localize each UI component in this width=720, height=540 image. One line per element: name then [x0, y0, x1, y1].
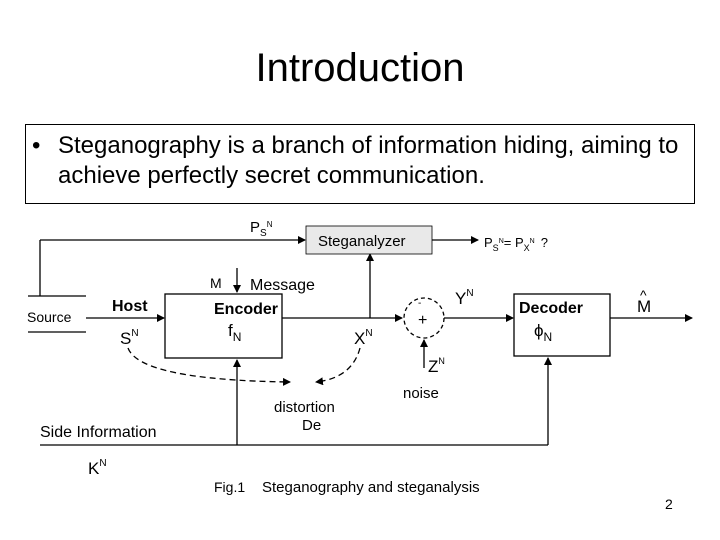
ps-label: PSN [250, 219, 273, 239]
decoder-label: Decoder [519, 300, 583, 317]
m-hat-label: M [637, 297, 651, 316]
m-label: M [210, 275, 222, 291]
steganalyzer-box [305, 225, 433, 255]
figure-caption: Steganography and steganalysis [262, 479, 480, 496]
host-label: Host [112, 298, 148, 315]
slide-title: Introduction [255, 46, 465, 90]
de-label: De [302, 417, 321, 434]
bullet-symbol: • [32, 132, 41, 159]
source-label: Source [27, 309, 72, 325]
adder-plus: + [418, 312, 427, 329]
test-label: PSN= PXN? [484, 235, 548, 253]
page-number: 2 [665, 496, 673, 512]
adder-minus: - [418, 298, 421, 309]
distortion-curve-right [315, 347, 361, 386]
k-label: KN [88, 458, 107, 478]
encoder-box [164, 293, 283, 359]
decoder-fn: ϕN [534, 321, 552, 344]
message-label: Message [250, 277, 315, 294]
noise-label: noise [403, 385, 439, 402]
bullet-box: • Steganography is a branch of informati… [25, 124, 695, 204]
z-label: ZN [428, 356, 445, 376]
y-label: YN [455, 288, 474, 308]
encoder-label: Encoder [214, 301, 278, 318]
bullet-text: Steganography is a branch of information… [58, 132, 679, 189]
m-hat-accent: ^ [640, 287, 647, 303]
distortion-curve-left [127, 347, 291, 386]
encoder-fn: fN [228, 321, 241, 344]
steganalyzer-label: Steganalyzer [318, 233, 406, 250]
decoder-box [513, 293, 611, 357]
host-symbol: SN [120, 328, 139, 348]
side-info-label: Side Information [40, 424, 157, 441]
x-label: XN [354, 328, 373, 348]
steganography-diagram: Source Host SN PSN Steganalyzer PSN= PXN… [27, 219, 693, 496]
figure-number: Fig.1 [214, 479, 245, 495]
distortion-label: distortion [274, 399, 335, 416]
